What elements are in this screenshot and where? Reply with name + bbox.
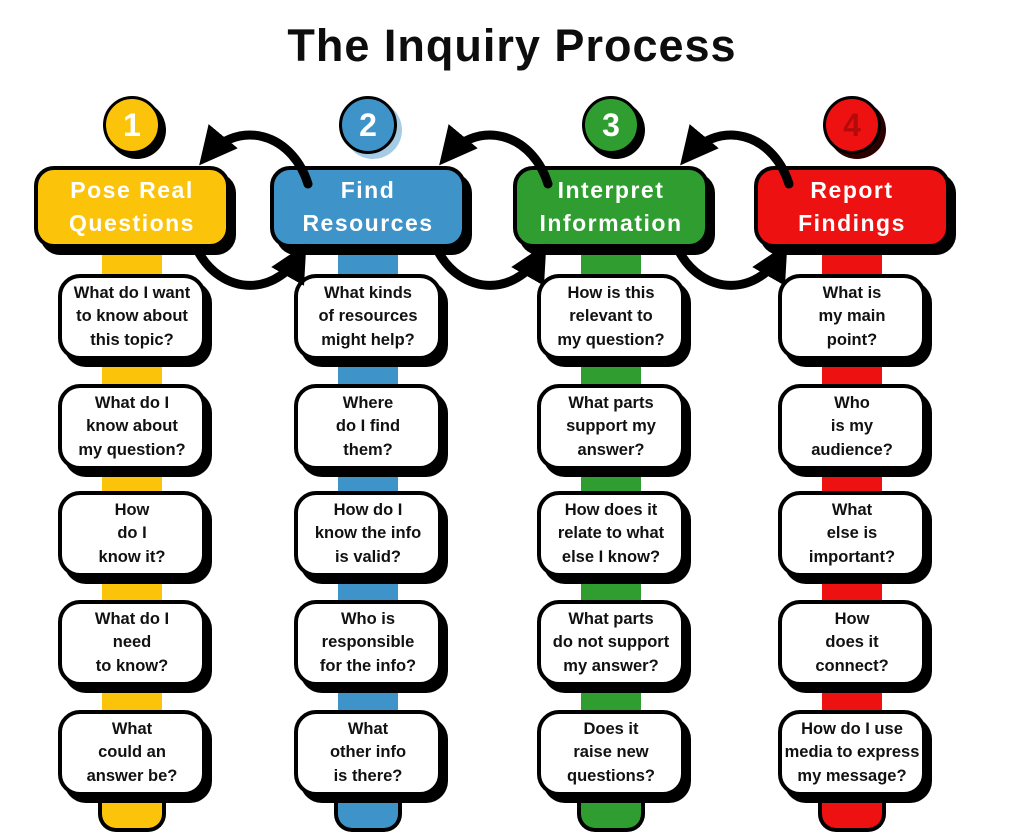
question-box: What do I know about my question?: [58, 384, 206, 470]
question-box: What other info is there?: [294, 710, 442, 796]
stage-header-label: Find Resources: [302, 176, 434, 236]
stage-spine-tab: [98, 793, 166, 832]
question-box: What parts support my answer?: [537, 384, 685, 470]
stage-header-box: Pose Real Questions: [34, 166, 230, 248]
question-box: How do I know it?: [58, 491, 206, 577]
question-box: How do I use media to express my message…: [778, 710, 926, 796]
question-box: Who is my audience?: [778, 384, 926, 470]
question-text: What could an answer be?: [86, 720, 178, 785]
question-text: What do I want to know about this topic?: [73, 284, 191, 349]
question-text: How do I know it?: [98, 501, 166, 566]
question-box: What parts do not support my answer?: [537, 600, 685, 686]
question-text: What do I need to know?: [94, 610, 170, 675]
question-box: Where do I find them?: [294, 384, 442, 470]
stage-spine-tab: [818, 793, 886, 832]
stage-header-label: Interpret Information: [539, 176, 683, 236]
question-box: Does it raise new questions?: [537, 710, 685, 796]
question-text: Who is responsible for the info?: [319, 610, 417, 675]
question-box: How is this relevant to my question?: [537, 274, 685, 360]
question-box: What do I want to know about this topic?: [58, 274, 206, 360]
question-text: What other info is there?: [329, 720, 407, 785]
question-box: What else is important?: [778, 491, 926, 577]
step-number: 2: [359, 106, 377, 143]
question-text: What parts do not support my answer?: [552, 610, 670, 675]
stage-header-box: Find Resources: [270, 166, 466, 248]
question-text: Who is my audience?: [811, 394, 893, 459]
question-box: Who is responsible for the info?: [294, 600, 442, 686]
stage-header-label: Pose Real Questions: [69, 176, 195, 236]
question-text: Does it raise new questions?: [566, 720, 655, 785]
question-text: How do I use media to express my message…: [784, 720, 920, 785]
stage-header-label: Report Findings: [798, 176, 906, 236]
question-text: How does it connect?: [815, 610, 889, 675]
question-box: How does it relate to what else I know?: [537, 491, 685, 577]
question-text: How do I know the info is valid?: [314, 501, 422, 566]
step-number-badge: 1: [103, 96, 161, 154]
stage-column-2: 2 Find Resources What kinds of resources…: [268, 0, 468, 840]
step-number: 4: [843, 106, 861, 143]
question-box: How do I know the info is valid?: [294, 491, 442, 577]
step-number-badge: 4: [823, 96, 881, 154]
question-text: How does it relate to what else I know?: [557, 501, 665, 566]
step-number-badge: 2: [339, 96, 397, 154]
question-text: Where do I find them?: [335, 394, 401, 459]
step-number-badge: 3: [582, 96, 640, 154]
question-box: What is my main point?: [778, 274, 926, 360]
stage-column-1: 1 Pose Real Questions What do I want to …: [32, 0, 232, 840]
stage-header-box: Interpret Information: [513, 166, 709, 248]
question-box: What do I need to know?: [58, 600, 206, 686]
step-number: 3: [602, 106, 620, 143]
stage-header-box: Report Findings: [754, 166, 950, 248]
stage-spine-tab: [334, 793, 402, 832]
diagram-title: The Inquiry Process: [287, 20, 737, 71]
question-text: What kinds of resources might help?: [318, 284, 418, 349]
stage-column-3: 3 Interpret Information How is this rele…: [511, 0, 711, 840]
question-text: What is my main point?: [818, 284, 886, 349]
question-text: What parts support my answer?: [566, 394, 656, 459]
question-text: What do I know about my question?: [78, 394, 186, 459]
stage-column-4: 4 Report Findings What is my main point?…: [752, 0, 952, 840]
question-box: What could an answer be?: [58, 710, 206, 796]
step-number: 1: [123, 106, 141, 143]
question-text: How is this relevant to my question?: [557, 284, 665, 349]
question-text: What else is important?: [808, 501, 896, 566]
question-box: How does it connect?: [778, 600, 926, 686]
stage-spine-tab: [577, 793, 645, 832]
question-box: What kinds of resources might help?: [294, 274, 442, 360]
